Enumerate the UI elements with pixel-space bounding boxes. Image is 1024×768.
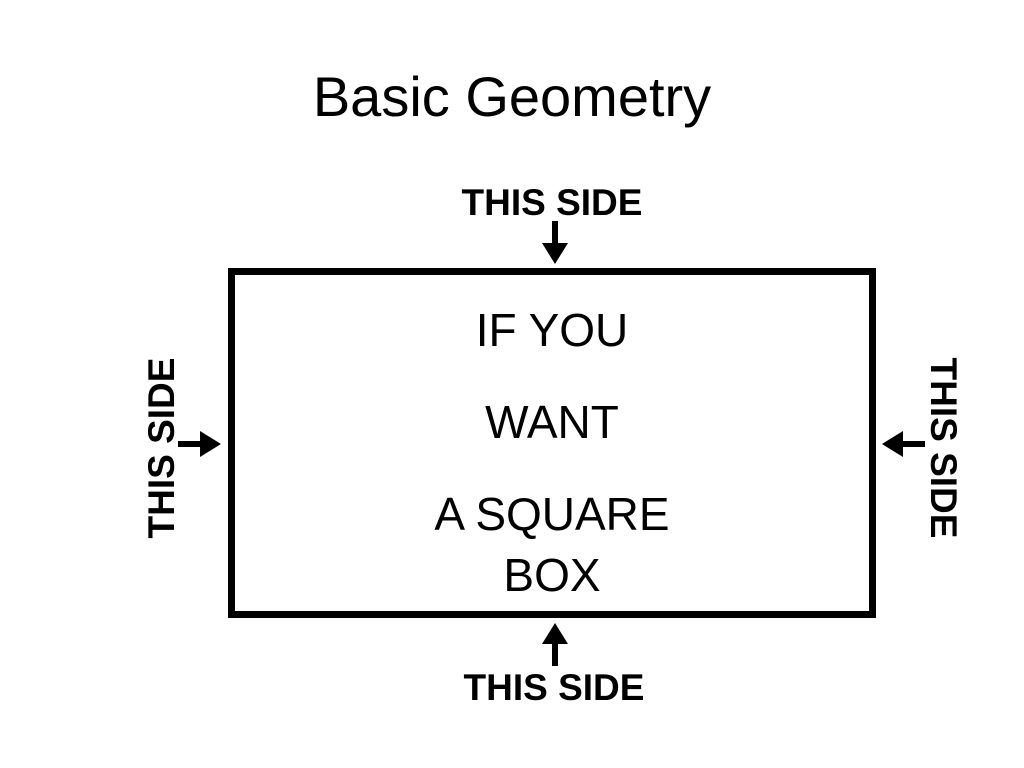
arrow-left-icon xyxy=(882,431,925,457)
side-label-top: THIS SIDE xyxy=(461,182,643,223)
box-text-line-2: WANT xyxy=(485,396,619,448)
side-label-left: THIS SIDE xyxy=(141,357,182,539)
arrow-up-icon xyxy=(542,623,568,666)
box-text-line-3: A SQUARE xyxy=(434,488,670,540)
arrow-right-icon xyxy=(178,431,221,457)
box-text-line-1: IF YOU xyxy=(475,304,629,356)
box-text-line-4: BOX xyxy=(503,549,601,601)
page-title: Basic Geometry xyxy=(312,65,712,128)
side-label-right: THIS SIDE xyxy=(923,357,964,539)
square-box: IF YOU WANT A SQUARE BOX xyxy=(228,268,876,618)
side-label-bottom: THIS SIDE xyxy=(463,667,645,708)
arrow-down-icon xyxy=(542,221,568,264)
